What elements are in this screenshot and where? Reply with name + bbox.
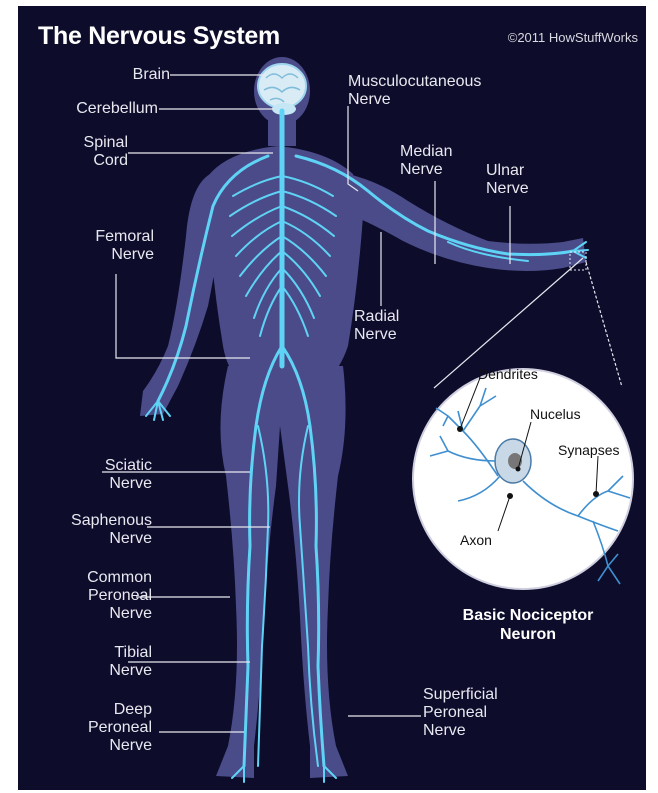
label-line: Sciatic [38,457,152,475]
label-axon: Axon [460,532,492,548]
label-line: Peroneal [38,587,152,605]
label-line: Saphenous [28,512,152,530]
caption-line: Basic Nociceptor [418,606,638,625]
label-line: Nerve [486,180,529,198]
diagram-frame: The Nervous System ©2011 HowStuffWorks B… [18,6,646,790]
label-line: Cord [38,152,128,170]
label-line: Nerve [348,91,481,109]
label-line: Nerve [38,605,152,623]
label-line: Peroneal [38,719,152,737]
caption-line: Neuron [418,625,638,644]
label-line: Nerve [28,530,152,548]
label-line: Superficial [423,686,498,704]
label-line: Ulnar [486,162,529,180]
label-line: Peroneal [423,704,498,722]
label-line: Nerve [38,475,152,493]
label-dendrites: Dendrites [478,366,538,382]
label-line: Musculocutaneous [348,73,481,91]
neuron-caption: Basic Nociceptor Neuron [418,606,638,644]
label-line: Nerve [38,737,152,755]
page-title: The Nervous System [38,22,280,51]
label-brain: Brain [88,66,170,84]
label-line: Nerve [400,161,452,179]
copyright-notice: ©2011 HowStuffWorks [508,30,638,45]
label-line: Femoral [38,228,154,246]
label-line: Nerve [354,326,399,344]
label-line: Nerve [423,722,498,740]
label-line: Tibial [38,644,152,662]
label-line: Spinal [38,134,128,152]
neuron-callout [413,252,633,589]
label-line: Deep [38,701,152,719]
label-line: Nerve [38,662,152,680]
label-line: Cerebellum [76,100,158,117]
label-line: Radial [354,308,399,326]
label-synapses: Synapses [558,442,619,458]
label-nucleus: Nucelus [530,406,581,422]
label-line: Common [38,569,152,587]
label-line: Median [400,143,452,161]
label-cerebellum: Cerebellum [38,100,158,118]
label-line: Nerve [38,246,154,264]
label-line: Brain [133,66,170,83]
